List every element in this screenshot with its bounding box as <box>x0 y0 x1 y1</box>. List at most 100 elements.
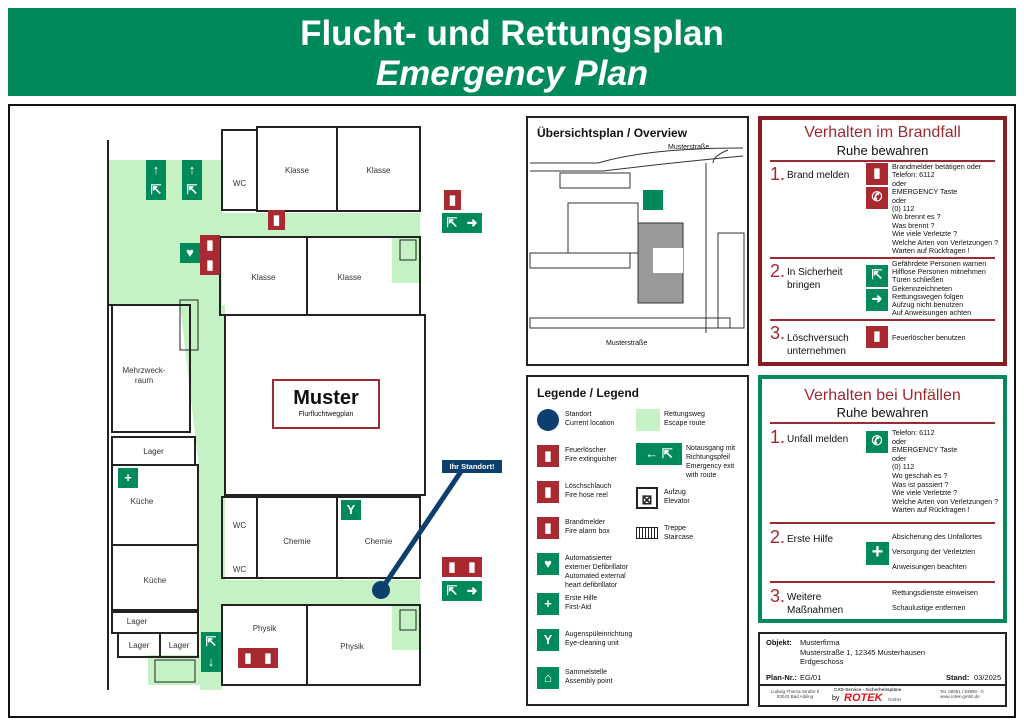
plan-label: Plan-Nr.: <box>766 673 797 682</box>
defibrillator-icon: ♥ <box>180 243 200 263</box>
running-man-icon: ⇱ <box>866 265 888 287</box>
defibrillator-icon: ♥ <box>537 553 559 575</box>
you-are-here-marker <box>372 468 465 599</box>
arrow-right-icon: ➜ <box>462 581 482 601</box>
arrow-up-icon: ↑ <box>146 160 166 180</box>
plan-title: Flucht- und Rettungsplan <box>300 14 724 53</box>
step-label: In Sicherheit bringen <box>787 267 843 291</box>
divider <box>760 684 1005 686</box>
first-aid-icon: + <box>866 542 889 565</box>
arrow-up-icon: ↑ <box>182 160 202 180</box>
room-label: Physik <box>340 642 364 651</box>
location-label: Ihr Standort! <box>442 460 502 473</box>
accident-title: Verhalten bei Unfällen <box>804 387 961 404</box>
plan-subtitle: Emergency Plan <box>375 54 649 93</box>
plan-frame <box>8 104 1016 718</box>
room-label: Küche <box>143 576 167 585</box>
legend-panel: Legende / Legend Standort Current locati… <box>526 375 749 706</box>
step-label: Unfall melden <box>787 434 849 445</box>
divider <box>770 581 995 583</box>
header-banner: Flucht- und Rettungsplan Emergency Plan <box>8 8 1016 96</box>
plan-value: EG/01 <box>800 673 822 682</box>
step-label: Weitere Maßnahmen <box>787 592 844 616</box>
running-man-icon: ⇱ <box>442 213 462 233</box>
step-number: 3. <box>770 323 786 343</box>
overview-title: Übersichtsplan / Overview <box>537 126 688 140</box>
step-text: Absicherung des Unfallortes Versorgung d… <box>892 532 982 572</box>
street-top: Musterstraße <box>668 144 710 151</box>
arrow-right-icon: ➜ <box>866 289 888 311</box>
step-number: 3. <box>770 586 786 606</box>
divider <box>770 160 995 162</box>
room-label: WC <box>232 521 247 530</box>
divider <box>770 522 995 524</box>
fire-extinguisher-icon: ▮ <box>444 190 461 210</box>
room-label: Chemie <box>283 537 311 546</box>
running-man-icon: ⇱ <box>182 180 202 200</box>
fire-extinguisher-icon: ▮ <box>268 210 285 230</box>
arrow-right-icon: ➜ <box>462 213 482 233</box>
fire-subtitle: Ruhe bewahren <box>836 143 929 158</box>
running-man-icon: ⇱ <box>146 180 166 200</box>
emergency-phone-icon: ✆ <box>866 431 888 453</box>
fire-title: Verhalten im Brandfall <box>804 124 961 141</box>
legend-item-label: Feuerlöscher Fire extinguisher <box>565 447 617 463</box>
company-service: CAD-Service - Sicherheitspläne <box>834 687 902 692</box>
elevator-icon: ⊠ <box>636 487 658 509</box>
eyewash-icon: Y <box>341 500 361 520</box>
legend-item-label: Notausgang mit Richtungspfeil Emergency … <box>686 445 736 479</box>
fire-alarm-icon: ▮ <box>537 517 559 539</box>
assembly-point-icon <box>643 190 663 210</box>
company-contact: Tel. 08061 / 93890 - 0 www.rotek-gmbh.de <box>940 689 984 699</box>
room-label: Lager <box>128 641 150 650</box>
date-value: 03/2025 <box>974 673 1002 682</box>
legend-item-label: Aufzug Elevator <box>664 489 690 505</box>
step-text: Brandmelder betätigen oder Telefon: 6112… <box>892 162 999 256</box>
step-number: 2. <box>770 261 786 281</box>
legend-item-label: Löschschlauch Fire hose reel <box>565 483 612 499</box>
accident-instructions-panel: Verhalten bei Unfällen Ruhe bewahren 1. … <box>758 375 1007 623</box>
room-label: Lager <box>126 617 148 626</box>
rotek-logo[interactable]: ROTEK <box>844 692 883 704</box>
fire-hose-icon: ▮ <box>258 648 278 668</box>
room-label: Lager <box>143 447 164 456</box>
walls <box>107 126 426 690</box>
fire-hose-icon: ▮ <box>537 481 559 503</box>
divider <box>770 422 995 424</box>
fire-extinguisher-icon: ▮ <box>537 445 559 467</box>
fire-alarm-icon: ▮ <box>866 163 888 185</box>
overview-map <box>529 147 745 333</box>
date-label: Stand: <box>946 673 970 682</box>
legend-item-label: Treppe Staircase <box>664 525 694 541</box>
step-text: Gefährdete Personen warnen Hilflose Pers… <box>892 259 987 318</box>
legend-item-label: Augenspüleinrichtung Eye-cleaning unit <box>565 631 633 647</box>
room-label: Küche <box>130 497 154 506</box>
company-address: Ludwig-Thoma-Straße 5 83043 Bad Aibling <box>770 689 820 699</box>
room-label: Physik <box>252 624 277 633</box>
assembly-point-icon: ⌂ <box>537 667 559 689</box>
emergency-exit-icon: ← ⇱ <box>636 443 682 465</box>
step-label: Brand melden <box>787 170 850 181</box>
muster-stamp: Muster Flurfluchtwegplan <box>272 379 380 429</box>
staircase-icon <box>636 527 658 539</box>
legend-item-label: Erste Hilfe First-Aid <box>565 595 598 611</box>
fire-alarm-icon: ▮ <box>200 235 220 255</box>
step-number: 1. <box>770 427 786 447</box>
legend-item-label: Automatisierter externer Defibrillator A… <box>565 555 629 589</box>
legend-item-label: Sammelstelle Assembly point <box>565 669 613 685</box>
staircases <box>154 239 417 683</box>
overview-panel: Übersichtsplan / Overview Musterstraße M… <box>526 116 749 366</box>
room-label: Mehrzweck-raum <box>122 366 166 385</box>
room-label: Klasse <box>337 273 362 282</box>
room-label: WC <box>232 565 247 574</box>
object-value: Musterfirma Musterstraße 1, 12345 Muster… <box>800 638 926 666</box>
room-label: Chemie <box>364 537 393 546</box>
escape-route-icon <box>636 409 660 431</box>
step-number: 1. <box>770 164 786 184</box>
fire-extinguisher-icon: ▮ <box>442 557 462 577</box>
phone-icon: ✆ <box>866 187 888 209</box>
step-text: Feuerlöscher benutzen <box>892 333 966 342</box>
stamp-title: Muster <box>293 387 359 409</box>
info-panel: Objekt: Musterfirma Musterstraße 1, 1234… <box>758 632 1007 707</box>
accident-subtitle: Ruhe bewahren <box>836 405 929 420</box>
